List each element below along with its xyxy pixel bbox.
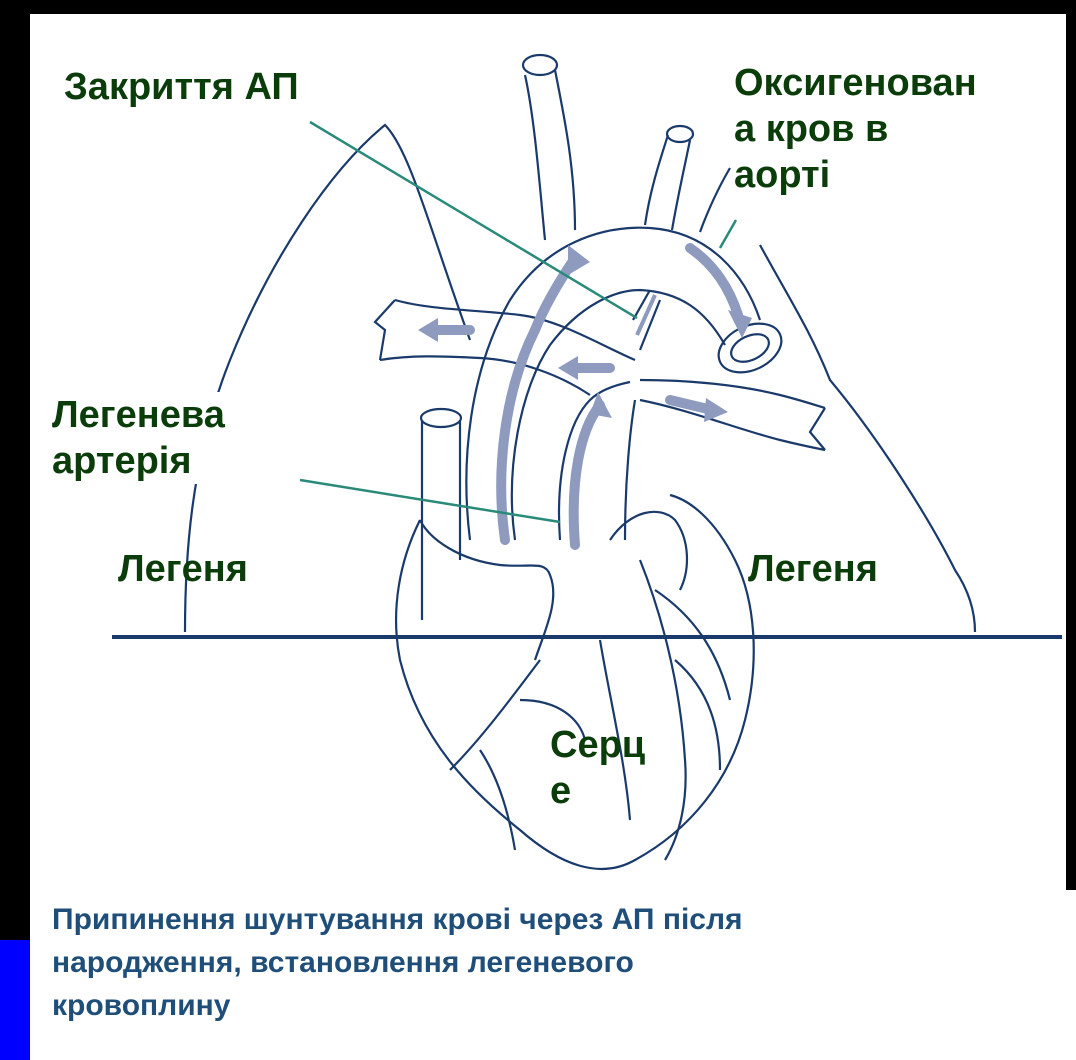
arrow-aortic-down: [690, 248, 738, 315]
label-oxygenated-line: аорті: [734, 152, 977, 198]
label-lung-left: Легеня: [118, 546, 248, 592]
label-oxygenated: Оксигенован а кров в аорті: [734, 60, 977, 198]
label-pulmonary-line: артерія: [52, 438, 225, 484]
arrow-head: [558, 356, 578, 380]
flow-arrows: [430, 248, 738, 545]
label-oxygenated-line: Оксигенован: [734, 60, 977, 106]
label-heart: Серц е: [550, 722, 645, 814]
leader-aorta: [720, 220, 736, 248]
label-heart-line: Серц: [550, 722, 645, 768]
leader-pulmonary: [300, 480, 560, 522]
label-lung-right: Легеня: [748, 546, 878, 592]
arrow-head: [568, 245, 590, 275]
label-pulmonary-artery: Легенева артерія: [52, 392, 225, 484]
leader-lines: [300, 122, 736, 522]
label-heart-line: е: [550, 768, 645, 814]
label-oxygenated-line: а кров в: [734, 106, 977, 152]
label-pulmonary-line: Легенева: [52, 392, 225, 438]
caption-line: Припинення шунтування крові через АП піс…: [52, 898, 1052, 941]
caption-line: народження, встановлення легеневого: [52, 941, 1052, 984]
figure-caption: Припинення шунтування крові через АП піс…: [52, 898, 1052, 1027]
arrow-pulmonary-up: [574, 405, 600, 545]
arrow-head: [418, 318, 438, 342]
arrow-head: [704, 398, 728, 422]
label-duct-closure: Закриття АП: [64, 64, 299, 110]
caption-line: кровоплину: [52, 984, 1052, 1027]
leader-duct: [310, 122, 637, 318]
